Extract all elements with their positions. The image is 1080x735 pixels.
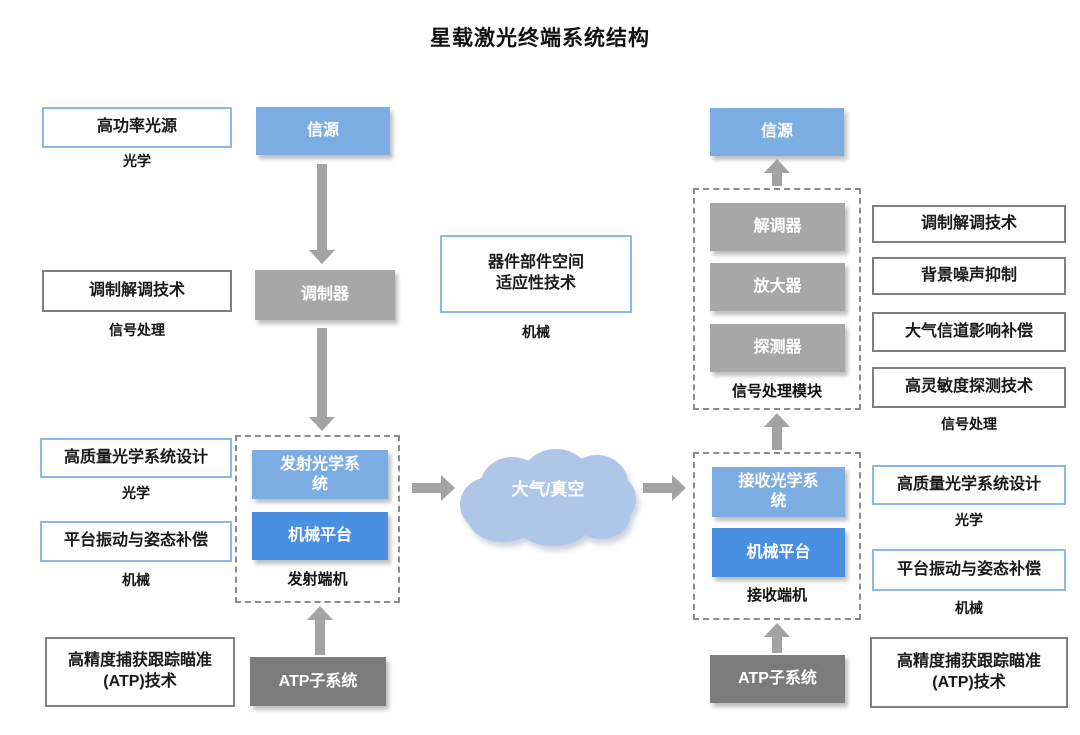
node-mechanical-platform-rx: 机械平台 (712, 528, 845, 577)
box-modem-tech-right: 调制解调技术 (872, 205, 1066, 243)
arrow-up-module-to-source-icon (764, 159, 790, 186)
box-modem-tech-left: 调制解调技术 (42, 270, 232, 312)
cloud-label: 大气/真空 (511, 480, 585, 499)
box-atp-tech-right: 高精度捕获跟踪瞄准 (ATP)技术 (870, 637, 1068, 708)
arrow-shaft (772, 635, 782, 653)
tag-mechanical-middle: 机械 (522, 324, 550, 340)
box-background-noise-suppression: 背景噪声抑制 (872, 257, 1066, 295)
arrow-shaft (772, 425, 782, 450)
node-transmit-optics: 发射光学系 统 (252, 450, 388, 499)
arrow-head (764, 159, 790, 173)
arrow-up-atp-to-transmit-terminal-icon (307, 606, 333, 655)
tag-mechanical-right: 机械 (955, 600, 983, 616)
node-mechanical-platform-tx: 机械平台 (252, 512, 388, 560)
box-optical-system-design-right: 高质量光学系统设计 (872, 465, 1066, 505)
arrow-up-terminal-to-module-icon (764, 413, 790, 450)
node-atp-subsystem-tx: ATP子系统 (250, 657, 386, 706)
arrow-shaft (317, 164, 327, 252)
arrow-head (309, 417, 335, 431)
arrow-right-terminal-to-channel-icon (412, 475, 455, 501)
arrow-head (672, 475, 686, 501)
node-source-tx: 信源 (256, 107, 390, 155)
box-atp-tech-left: 高精度捕获跟踪瞄准 (ATP)技术 (45, 637, 235, 707)
tag-optics-left-2: 光学 (122, 485, 150, 501)
arrow-shaft (412, 483, 443, 493)
arrow-shaft (317, 328, 327, 419)
box-space-adaptability: 器件部件空间 适应性技术 (440, 235, 632, 313)
dashed-transmit-terminal (235, 435, 400, 603)
arrow-right-channel-to-receiver-icon (643, 475, 686, 501)
arrow-head (764, 623, 790, 637)
tag-signal-processing-left: 信号处理 (109, 322, 165, 338)
tag-optics-right: 光学 (955, 512, 983, 528)
box-high-sensitivity-detection: 高灵敏度探测技术 (872, 367, 1066, 408)
node-atp-subsystem-rx: ATP子系统 (710, 655, 845, 703)
node-source-rx: 信源 (710, 108, 844, 156)
box-optical-system-design-left: 高质量光学系统设计 (40, 438, 232, 478)
cloud-body (474, 473, 622, 529)
arrow-down-source-to-modulator-icon (309, 164, 335, 264)
node-detector: 探测器 (710, 324, 845, 372)
arrow-head (309, 250, 335, 264)
node-amplifier: 放大器 (710, 263, 845, 311)
arrow-shaft (643, 483, 674, 493)
node-demodulator: 解调器 (710, 203, 845, 251)
box-platform-vibration-right: 平台振动与姿态补偿 (872, 549, 1066, 591)
box-platform-vibration-left: 平台振动与姿态补偿 (40, 521, 232, 562)
dashed-signal-processing-module (693, 188, 861, 410)
tag-optics-left-1: 光学 (123, 153, 151, 169)
diagram-title: 星载激光终端系统结构 (430, 27, 650, 50)
box-atmospheric-channel-compensation: 大气信道影响补偿 (872, 312, 1066, 352)
arrow-shaft (772, 171, 782, 186)
arrow-head (441, 475, 455, 501)
label-signal-processing-module: 信号处理模块 (731, 383, 822, 400)
arrow-down-modulator-to-terminal-icon (309, 328, 335, 431)
node-receive-optics: 接收光学系 统 (712, 467, 845, 517)
arrow-head (307, 606, 333, 620)
box-high-power-light-source: 高功率光源 (42, 107, 232, 148)
tag-mechanical-left: 机械 (122, 572, 150, 588)
cloud-atmosphere-vacuum: 大气/真空 (460, 449, 636, 546)
node-modulator: 调制器 (255, 270, 395, 320)
arrow-up-atp-to-receive-terminal-icon (764, 623, 790, 653)
label-receive-terminal: 接收端机 (746, 587, 807, 604)
arrow-shaft (315, 618, 325, 655)
tag-signal-processing-right: 信号处理 (941, 416, 997, 432)
dashed-receive-terminal (693, 452, 861, 620)
arrow-head (764, 413, 790, 427)
label-transmit-terminal: 发射端机 (287, 571, 348, 588)
